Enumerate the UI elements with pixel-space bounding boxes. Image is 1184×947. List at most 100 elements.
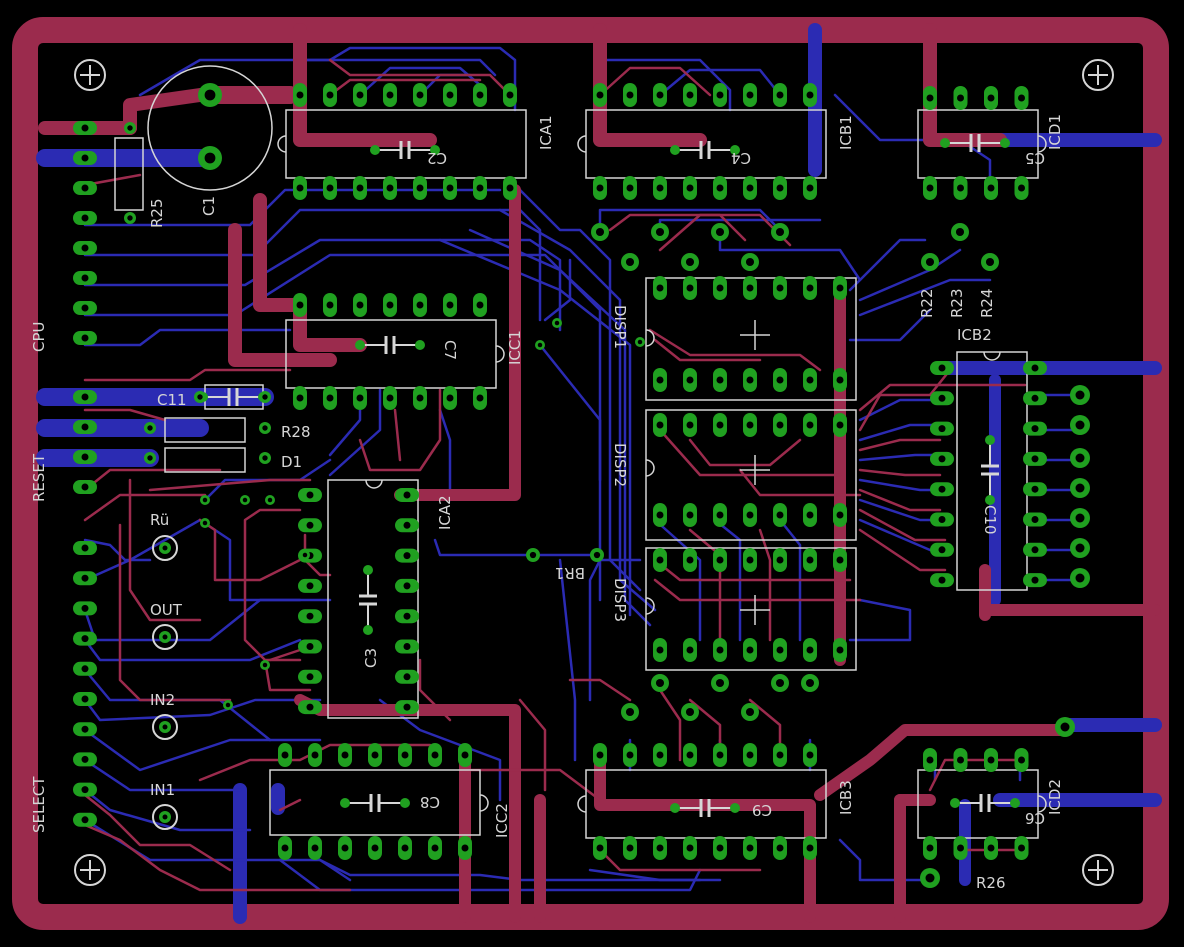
pad-hole bbox=[356, 394, 364, 402]
pad-hole bbox=[836, 511, 844, 519]
pad-hole bbox=[776, 646, 784, 654]
ru-label: Rü bbox=[150, 511, 169, 529]
via-hole bbox=[127, 215, 133, 221]
pad-hole bbox=[746, 844, 754, 852]
via-hole bbox=[262, 425, 268, 431]
pad-hole bbox=[626, 844, 634, 852]
pad-hole bbox=[81, 483, 89, 491]
pad-hole bbox=[461, 844, 469, 852]
pad-hole bbox=[656, 184, 664, 192]
pad-hole bbox=[716, 421, 724, 429]
pad-hole bbox=[686, 751, 694, 759]
top-copper-layer bbox=[38, 23, 1161, 923]
pad-hole bbox=[716, 556, 724, 564]
pad-hole bbox=[656, 646, 664, 654]
pad-hole bbox=[326, 91, 334, 99]
pad-hole bbox=[81, 453, 89, 461]
r24-label: R24 bbox=[978, 288, 996, 318]
capacitor-pad bbox=[985, 435, 995, 445]
pad-hole bbox=[776, 376, 784, 384]
via-hole bbox=[925, 873, 935, 883]
capacitor-pad bbox=[363, 565, 373, 575]
pad-hole bbox=[306, 521, 314, 529]
via-hole bbox=[262, 394, 268, 400]
pad-hole bbox=[836, 421, 844, 429]
pad-hole bbox=[81, 244, 89, 252]
pad-hole bbox=[403, 521, 411, 529]
pad-hole bbox=[938, 546, 946, 554]
via-hole bbox=[655, 227, 665, 237]
pad-hole bbox=[987, 756, 995, 764]
capacitor-pad bbox=[400, 798, 410, 808]
pad-hole bbox=[836, 376, 844, 384]
pad-hole bbox=[776, 91, 784, 99]
pad-hole bbox=[81, 544, 89, 552]
pad-hole bbox=[403, 612, 411, 620]
pad-hole bbox=[403, 582, 411, 590]
via-hole bbox=[685, 257, 695, 267]
pad-hole bbox=[686, 376, 694, 384]
via-hole bbox=[554, 320, 560, 326]
pad-hole bbox=[938, 576, 946, 584]
icd1-label: ICD1 bbox=[1046, 114, 1064, 150]
via-hole bbox=[147, 425, 153, 431]
pad-hole bbox=[957, 756, 964, 764]
pad-hole bbox=[806, 646, 814, 654]
silkscreen-labels: R25 C1 ICA1 C2 ICB1 C4 ICD1 C5 R22 R23 R… bbox=[30, 114, 1064, 892]
mounting-hole bbox=[1082, 59, 1114, 91]
capacitor-plates bbox=[399, 141, 411, 159]
pad-hole bbox=[746, 376, 754, 384]
disp3-label: DISP3 bbox=[611, 578, 629, 622]
c9-label: C9 bbox=[752, 801, 772, 819]
pad-hole bbox=[596, 844, 604, 852]
pad-hole bbox=[311, 751, 319, 759]
pad-hole bbox=[656, 376, 664, 384]
via-hole bbox=[1075, 513, 1085, 523]
pad-hole bbox=[1031, 516, 1039, 523]
c1-label: C1 bbox=[200, 196, 218, 216]
out-label: OUT bbox=[150, 601, 183, 619]
test-point-hole bbox=[162, 724, 168, 730]
via-hole bbox=[202, 520, 208, 526]
pad-hole bbox=[403, 643, 411, 650]
in1-label: IN1 bbox=[150, 781, 175, 799]
capacitor-plates bbox=[699, 799, 711, 817]
pad-hole bbox=[776, 556, 784, 564]
via-hole bbox=[1075, 573, 1085, 583]
c1-outline bbox=[147, 65, 273, 191]
via-hole bbox=[127, 125, 133, 131]
via-hole bbox=[715, 678, 725, 688]
via-hole bbox=[805, 678, 815, 688]
r23-label: R23 bbox=[948, 288, 966, 318]
pad-hole bbox=[938, 425, 946, 433]
pad-hole bbox=[926, 844, 934, 852]
pad-hole bbox=[476, 394, 484, 402]
icb3-label: ICB3 bbox=[837, 780, 855, 815]
pad-hole bbox=[716, 511, 724, 519]
pad-hole bbox=[938, 516, 946, 523]
pad-hole bbox=[306, 491, 314, 499]
pad-hole bbox=[81, 304, 89, 312]
c7-label: C7 bbox=[441, 340, 459, 360]
capacitor-pad bbox=[430, 145, 440, 155]
mounting-hole-cross bbox=[80, 65, 100, 85]
pad-hole bbox=[1018, 844, 1025, 852]
pad-hole bbox=[656, 751, 664, 759]
disp2-outline bbox=[645, 409, 857, 541]
pad-hole bbox=[446, 184, 454, 192]
ica2-label: ICA2 bbox=[436, 495, 454, 530]
icd2-label: ICD2 bbox=[1046, 779, 1064, 815]
pad-hole bbox=[81, 184, 89, 192]
capacitor-plates bbox=[227, 388, 239, 406]
pad-hole bbox=[806, 844, 814, 852]
silkscreen-layer bbox=[114, 65, 1047, 839]
icd2-outline bbox=[917, 769, 1039, 839]
pad-hole bbox=[596, 184, 604, 192]
pad-hole bbox=[776, 284, 784, 292]
disp3-outline bbox=[645, 547, 857, 671]
icb3-outline bbox=[585, 769, 827, 839]
d1-label: D1 bbox=[281, 453, 302, 471]
pad-hole bbox=[746, 91, 754, 99]
pad-hole bbox=[306, 612, 314, 620]
icb1-label: ICB1 bbox=[837, 115, 855, 150]
